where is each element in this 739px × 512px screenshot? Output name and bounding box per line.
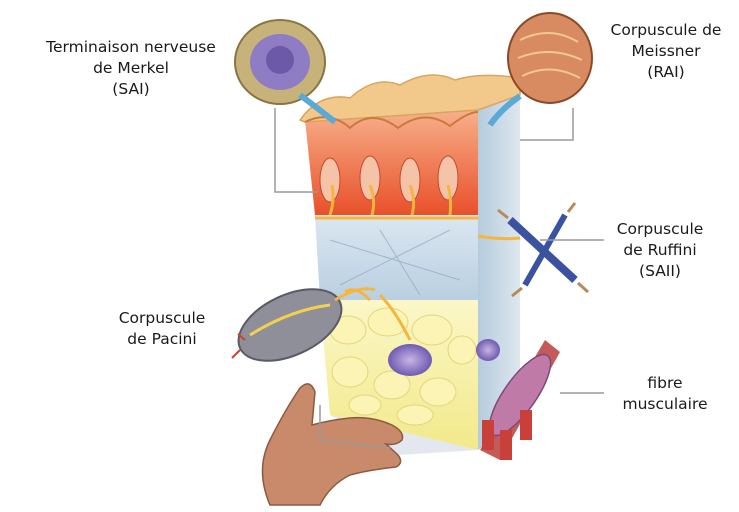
label-pacini: Corpuscule de Pacini (92, 308, 232, 350)
label-merkel: Terminaison nerveuse de Merkel (SAI) (6, 37, 256, 100)
label-ruffini-line3: (SAII) (590, 261, 730, 282)
meissner-corpuscle-inset (490, 13, 592, 125)
label-fibre-musculaire: fibre musculaire (610, 373, 720, 415)
label-ruffini-line2: de Ruffini (590, 240, 730, 261)
label-pacini-line1: Corpuscule (92, 308, 232, 329)
label-meissner-line3: (RAI) (596, 62, 736, 83)
lamellar-body-1 (388, 344, 432, 376)
label-fibre-line2: musculaire (610, 394, 720, 415)
label-ruffini-line1: Corpuscule (590, 219, 730, 240)
label-merkel-line2: de Merkel (6, 58, 256, 79)
label-ruffini: Corpuscule de Ruffini (SAII) (590, 219, 730, 282)
label-pacini-line2: de Pacini (92, 329, 232, 350)
label-fibre-line1: fibre (610, 373, 720, 394)
label-merkel-line3: (SAI) (6, 79, 256, 100)
label-merkel-line1: Terminaison nerveuse (6, 37, 256, 58)
label-meissner-line1: Corpuscule de (596, 20, 736, 41)
label-meissner-line2: Meissner (596, 41, 736, 62)
skin-block (300, 75, 520, 455)
label-meissner: Corpuscule de Meissner (RAI) (596, 20, 736, 83)
lamellar-body-2 (476, 339, 500, 361)
